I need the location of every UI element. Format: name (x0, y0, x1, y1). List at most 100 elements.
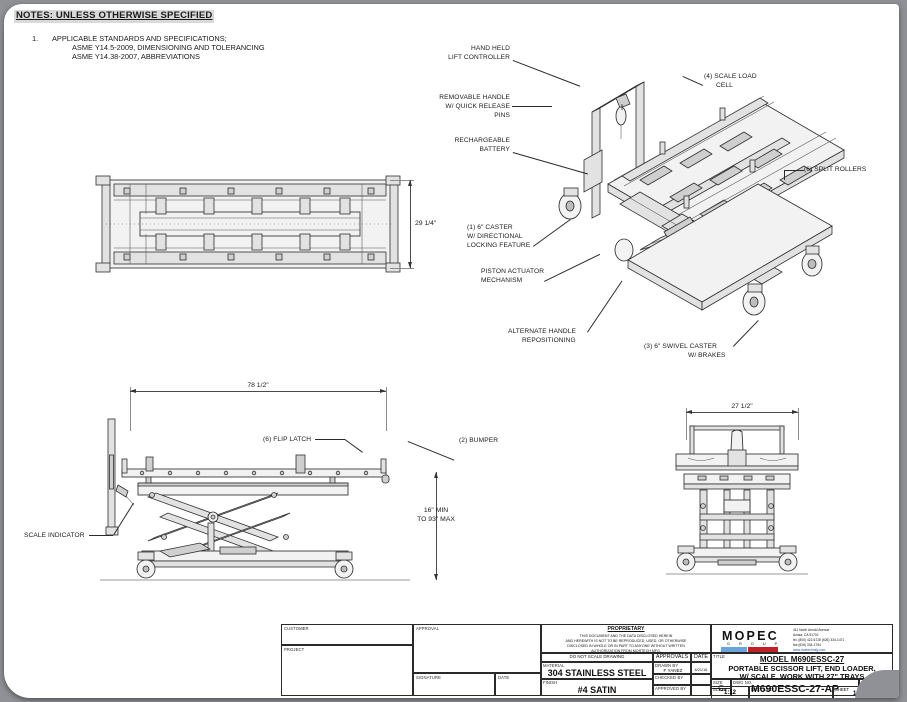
title-line-1: MODEL M690ESSC-27 (759, 655, 845, 664)
address-website[interactable]: www.mortechmfg.com (793, 647, 826, 652)
notes-heading: NOTES: UNLESS OTHERWISE SPECIFIED (14, 10, 215, 23)
checked-by-label: CHECKED BY (655, 675, 684, 680)
drawn-by-date-cell[interactable] (691, 662, 711, 674)
size-label: SIZE (713, 680, 723, 685)
finish-label: FINISH (543, 680, 558, 685)
proprietary-line-1: THIS DOCUMENT AND THE DATA DISCLOSED HER… (579, 634, 673, 638)
plan-dimension-29-1-4: 29 1/4" (415, 220, 437, 227)
height-dimension-min: 16" MIN (423, 507, 449, 514)
side-elevation-view (100, 418, 410, 584)
callout-alternate-handle-line1: ALTERNATE HANDLE (508, 328, 577, 335)
height-dim-arrow-bottom (433, 574, 438, 580)
proprietary-line-4: AUTHORIZATION FROM MORTECH MFG. (591, 649, 661, 653)
approvals-header: APPROVALS (655, 654, 689, 660)
sheet-label: SHEET (835, 687, 849, 692)
size-value: C (718, 684, 724, 693)
note-line-1: APPLICABLE STANDARDS AND SPECIFICATIONS; (52, 34, 227, 43)
approvals-date-header-cell (691, 653, 711, 662)
callout-rechargeable-battery-line2: BATTERY (479, 146, 510, 153)
callout-scale-load-cell-line1: (4) SCALE LOAD (704, 73, 757, 80)
note-line-2: ASME Y14.5-2009, DIMENSIONING AND TOLERA… (72, 43, 265, 52)
signature-label: SIGNATURE (416, 675, 442, 680)
address-line-1: 411 North Arnold Avenue (793, 628, 830, 632)
finish-cell (541, 679, 653, 696)
title-line-3: W/ SCALE. WORK WITH 27" TRAYS (739, 671, 865, 681)
approved-by-label: APPROVED BY (655, 686, 687, 691)
title-label: TITLE (713, 654, 725, 659)
callout-swivel-caster-line1: (3) 6" SWIVEL CASTER (644, 343, 717, 350)
height-dim-arrow-top (433, 472, 438, 478)
plan-view (95, 174, 401, 274)
project-label: PROJECT (284, 647, 305, 652)
title-cell (711, 653, 893, 679)
customer-label: CUSTOMER (284, 626, 309, 631)
approvals-header-cell (653, 653, 691, 662)
drawn-by-cell[interactable] (653, 662, 691, 674)
height-dimension-max: TO 93" MAX (417, 516, 455, 523)
do-not-scale-text: DO NOT SCALE DRAWING (569, 654, 625, 659)
drawn-by-date: 6/21/16 (694, 668, 708, 672)
title-line-2: PORTABLE SCISSOR LIFT, END LOADER, (728, 663, 876, 673)
finish-value: #4 SATIN (577, 685, 617, 695)
end-dimension-27-1-2: 27 1/2" (718, 403, 766, 411)
date-cell[interactable] (495, 673, 541, 696)
callout-piston-actuator-line2: MECHANISM (481, 277, 523, 284)
drawn-by-name: F YANEZ (663, 668, 683, 673)
scale-value: 1:12 (723, 690, 736, 696)
proprietary-line-2: AND HEREWITH IS NOT TO BE REPRODUCED, US… (565, 639, 687, 643)
side-dim-arrow-left (130, 388, 136, 393)
end-ext-right (798, 408, 799, 440)
project-cell[interactable] (281, 645, 413, 696)
scale-cell (711, 686, 749, 698)
plan-dim-arrow-top (407, 180, 412, 186)
checked-by-cell[interactable] (653, 674, 691, 685)
callout-removable-handle-line1: REMOVABLE HANDLE (439, 94, 510, 101)
leader-scale-indicator (89, 535, 113, 536)
plan-dim-line (410, 180, 411, 268)
end-elevation-view (662, 422, 812, 582)
do-not-scale-cell (541, 653, 653, 662)
note-number: 1. (32, 34, 39, 43)
approved-by-cell[interactable] (653, 685, 691, 696)
side-ext-left (130, 387, 131, 431)
signature-cell[interactable] (413, 673, 495, 696)
sheet-value: 1 (853, 691, 856, 697)
end-dim-arrow-left (686, 409, 692, 414)
callout-removable-handle-line3: PINS (494, 112, 510, 119)
plan-dim-arrow-bottom (407, 262, 412, 268)
dwg-no-label: DWG NO. (733, 680, 753, 685)
callout-hand-held-lift-controller-line2: LIFT CONTROLLER (448, 54, 510, 61)
callout-piston-actuator-line1: PISTON ACTUATOR (481, 268, 545, 275)
approved-by-date-cell[interactable] (691, 685, 711, 696)
company-subtitle: G R O U P (727, 642, 782, 646)
approval-cell[interactable] (413, 624, 541, 673)
approvals-date-header: DATE (694, 654, 708, 660)
plan-ext-bottom (390, 268, 414, 269)
address-line-4: fax (626) 334-1754 (793, 642, 821, 647)
leader-bumper (407, 441, 455, 461)
material-label: MATERIAL (543, 663, 565, 668)
drawing-sheet: NOTES: UNLESS OTHERWISE SPECIFIED 1. APP… (4, 4, 899, 698)
callout-caster-directional-line2: W/ DIRECTIONAL (467, 233, 523, 240)
company-logo-cell (711, 624, 893, 653)
proprietary-line-3: DISCLOSED IN WHOLE OR IN PART TO ANYONE … (567, 644, 685, 648)
callout-split-rollers: (6) SPLIT ROLLERS (804, 166, 867, 173)
note-line-3: ASME Y14.38-2007, ABBREVIATIONS (72, 52, 200, 61)
callout-rechargeable-battery-line1: RECHARGEABLE (454, 137, 510, 144)
callout-hand-held-lift-controller-line1: HAND HELD (470, 45, 510, 52)
material-value: 304 STAINLESS STEEL (547, 668, 647, 678)
callout-scale-load-cell-line2: CELL (716, 82, 733, 89)
checked-by-date-cell[interactable] (691, 674, 711, 685)
customer-cell[interactable] (281, 624, 413, 645)
end-dim-arrow-right (792, 409, 798, 414)
date-label: DATE (498, 675, 510, 680)
end-ext-left (686, 408, 687, 440)
side-dimension-78-1-2: 78 1/2" (234, 382, 282, 390)
leader-removable-handle (512, 106, 552, 107)
plan-ext-top (390, 180, 414, 181)
callout-caster-directional-line1: (1) 6" CASTER (467, 224, 513, 231)
company-address: 411 North Arnold Avenue Azusa, CA 91702 … (793, 628, 891, 653)
height-dim-line (436, 472, 437, 580)
leader-split-rollers (784, 170, 804, 171)
approval-label: APPROVAL (416, 626, 440, 631)
